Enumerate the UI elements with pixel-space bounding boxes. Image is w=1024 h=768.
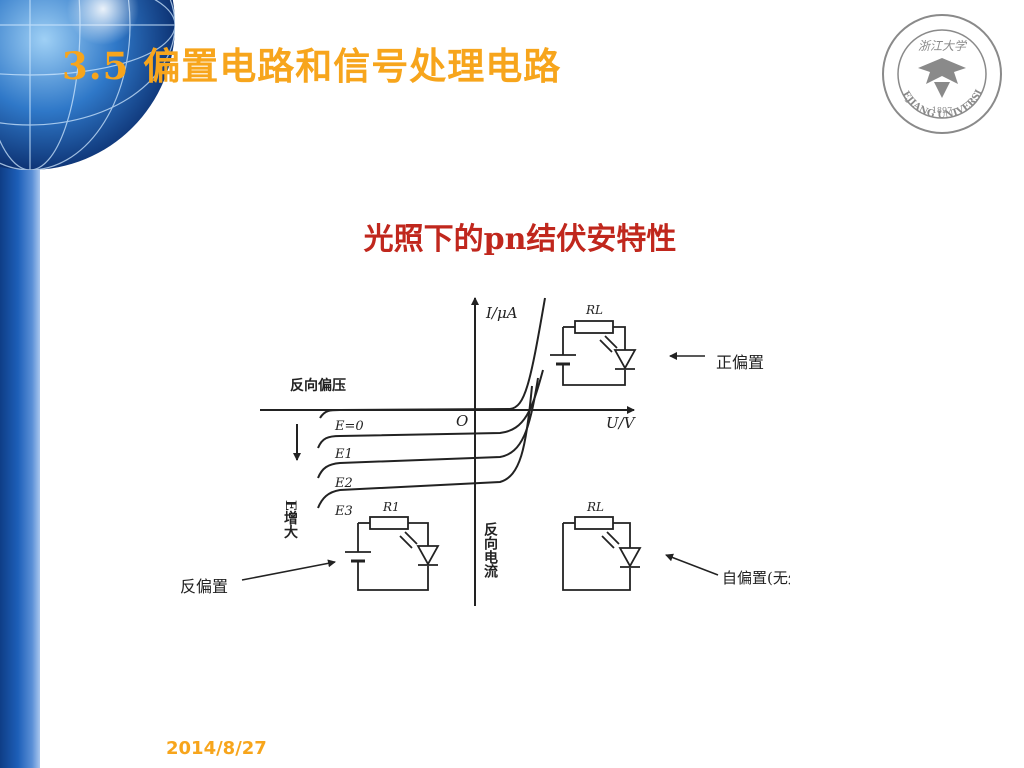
curve-e2 — [317, 377, 539, 479]
reverse-current-label: 反向电流 — [482, 521, 498, 579]
curve-e3 — [317, 385, 533, 509]
annotation-self-bias: 自偏置(无外加偏压) — [722, 569, 790, 587]
self-bias-circuit — [562, 516, 642, 591]
y-axis-label: I/μA — [485, 304, 518, 322]
curve-label-e2: E2 — [334, 476, 353, 491]
curve-label-e1: E1 — [334, 447, 353, 462]
origin-label: O — [456, 412, 468, 430]
e-increase-label: E增大 — [282, 500, 298, 540]
resistor-label-forward: RL — [585, 303, 603, 317]
slide-subtitle: 光照下的pn结伏安特性 — [363, 222, 677, 257]
seal-chars: 浙江大学 — [918, 39, 968, 53]
x-axis-label: U/V — [606, 414, 637, 432]
resistor-label-self: RL — [586, 500, 604, 514]
curve-label-e3: E3 — [334, 504, 353, 519]
globe-icon — [0, 0, 175, 170]
annotation-forward-bias: 正偏置 — [716, 353, 764, 372]
curve-label-e0: E=0 — [334, 419, 364, 434]
university-seal-logo: 浙江大学 1897 ZHEJIANG UNIVERSITY — [880, 12, 1002, 134]
reverse-bias-circuit — [345, 516, 440, 591]
arrow-self-bias — [665, 553, 719, 576]
resistor-label-reverse: R1 — [382, 500, 400, 514]
pn-junction-figure: I/μA U/V O E=0 E1 E2 E3 反向偏压 E增大 反向电流 — [180, 297, 790, 606]
seal-year: 1897 — [932, 106, 952, 115]
slide-title: 3.5 偏置电路和信号处理电路 — [62, 44, 562, 88]
annotation-reverse-bias: 反偏置 — [180, 577, 228, 596]
arrow-reverse-bias — [241, 559, 336, 581]
curve-e0 — [319, 297, 546, 419]
slide-date: 2014/8/27 — [166, 738, 267, 759]
reverse-bias-label: 反向偏压 — [290, 377, 346, 394]
forward-bias-circuit — [550, 320, 637, 386]
